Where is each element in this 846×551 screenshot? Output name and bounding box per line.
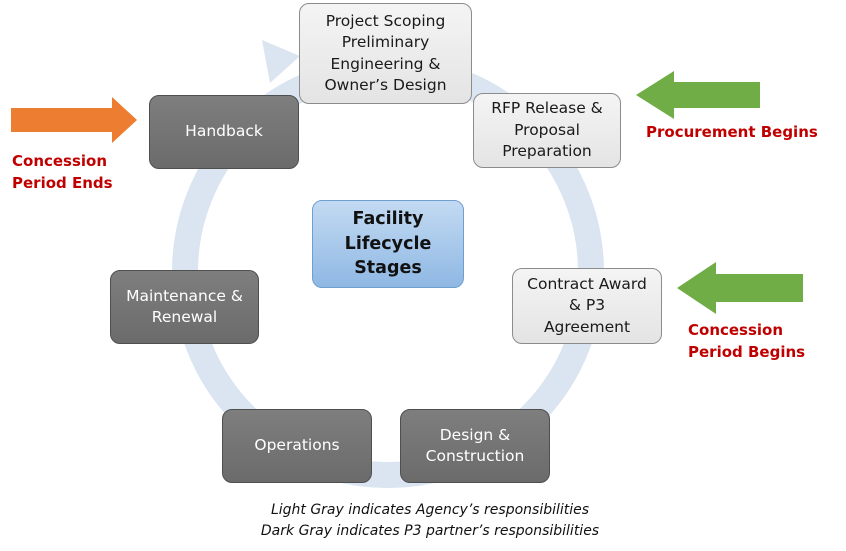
center-title: Facility Lifecycle Stages (312, 200, 464, 288)
concession-ends-label: Concession Period Ends (12, 152, 113, 192)
stage-design-construction: Design & Construction (400, 409, 550, 483)
stage-handback: Handback (149, 95, 299, 169)
stage-project-scoping: Project Scoping Preliminary Engineering … (299, 3, 472, 104)
stage-contract-award: Contract Award & P3 Agreement (512, 268, 662, 344)
procurement-arrow (636, 71, 760, 119)
concession-begins-label: Concession Period Begins (688, 321, 806, 361)
legend: Light Gray indicates Agency’s responsibi… (240, 500, 620, 542)
procurement-begins-label: Procurement Begins (646, 123, 818, 141)
legend-dark: Dark Gray indicates P3 partner’s respons… (260, 523, 600, 539)
stage-rfp-release: RFP Release & Proposal Preparation (473, 93, 621, 168)
stage-maintenance-renewal: Maintenance & Renewal (110, 270, 259, 344)
stage-operations: Operations (222, 409, 372, 483)
legend-light: Light Gray indicates Agency’s responsibi… (270, 502, 590, 518)
concession-begins-arrow (677, 262, 803, 314)
concession-ends-arrow (11, 97, 137, 143)
